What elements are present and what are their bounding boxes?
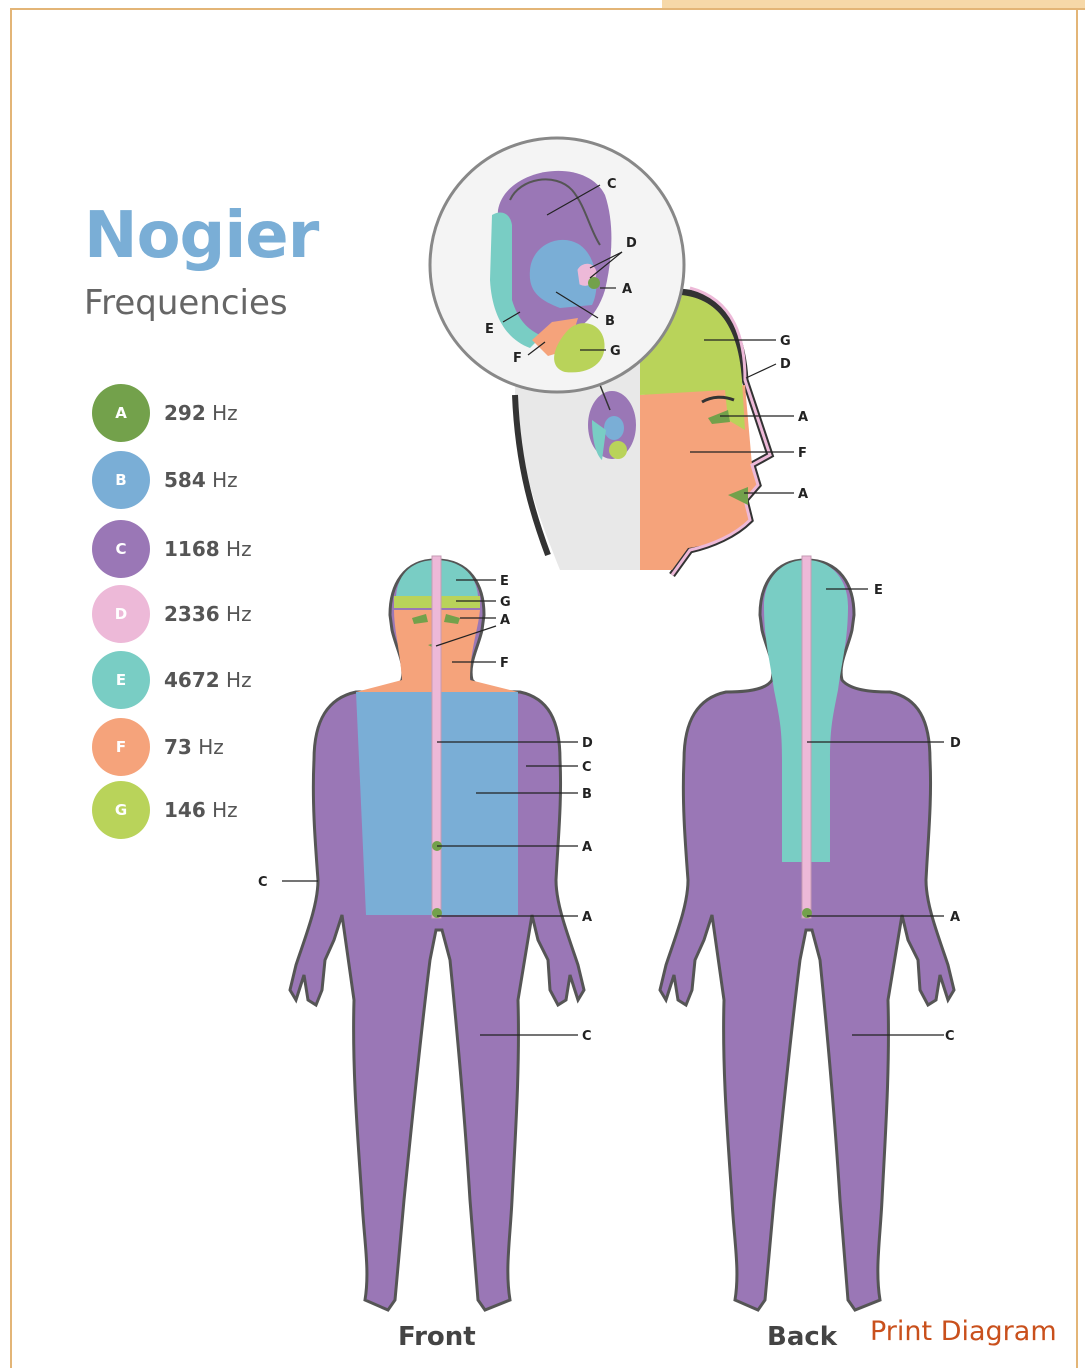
label-front-c-arm: C [582,760,592,775]
label-ear-d: D [626,236,637,251]
label-ear-e: E [485,322,494,337]
ear-zoom [430,138,684,392]
label-front-c-leg: C [582,1029,592,1044]
label-back-c: C [945,1029,955,1044]
print-diagram-link[interactable]: Print Diagram [870,1316,1057,1347]
ear-point-a [588,277,600,289]
label-ear-c: C [607,177,617,192]
label-head-d: D [780,357,791,372]
back-view-label: Back [767,1322,837,1352]
front-spine-d [432,556,441,918]
front-body [290,556,584,1310]
label-front-d: D [582,736,593,751]
label-front-c-left: C [258,875,268,890]
label-back-a: A [950,910,960,925]
label-front-a-lower: A [582,910,592,925]
front-view-label: Front [398,1322,476,1352]
label-front-b: B [582,787,592,802]
label-front-a-upper: A [582,840,592,855]
label-ear-f: F [513,351,522,366]
label-front-a-head: A [500,613,510,628]
back-body [660,556,954,1310]
label-head-a-mouth: A [798,487,808,502]
label-front-g: G [500,595,511,610]
back-spine-d [802,556,811,918]
label-ear-g: G [610,344,621,359]
label-front-e: E [500,574,509,589]
label-ear-b: B [605,314,615,329]
label-head-a-eye: A [798,410,808,425]
label-front-f: F [500,656,509,671]
label-back-e: E [874,583,883,598]
label-ear-a: A [622,282,632,297]
label-head-g: G [780,334,791,349]
label-back-d: D [950,736,961,751]
label-head-f: F [798,446,807,461]
